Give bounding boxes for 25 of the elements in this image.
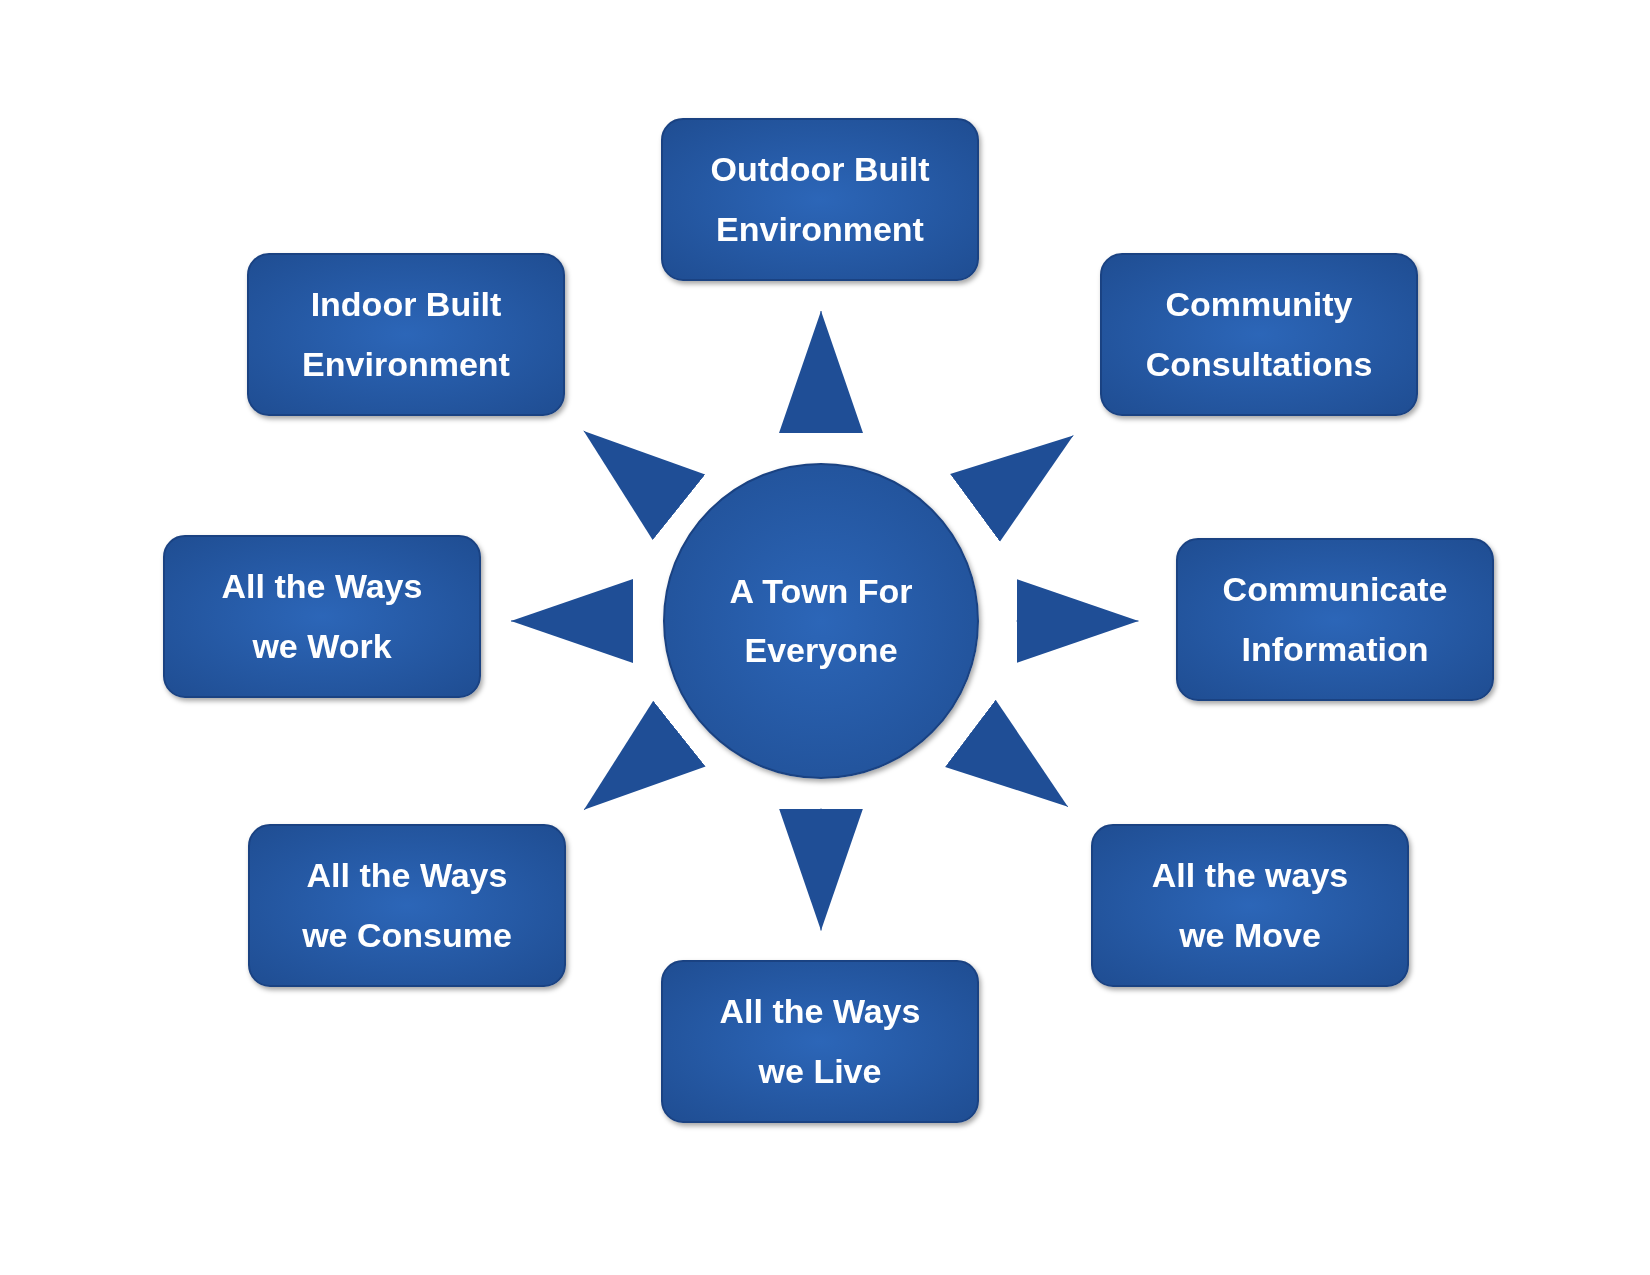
node-label: All the Ways we Live [718,991,922,1092]
node-label: Communicate Information [1221,569,1449,670]
topic-box [661,118,979,281]
triangle-arrow [945,699,1069,808]
triangle-arrow [779,310,863,434]
triangle-arrow [950,435,1074,542]
triangle-arrow [583,430,706,541]
node-label: All the ways we Move [1150,855,1350,956]
topic-box [1100,253,1418,416]
node-label: Indoor Built Environment [301,284,511,385]
triangle-arrow [779,808,863,931]
triangle-arrow [583,700,706,811]
topic-box [248,824,566,987]
node-label: All the Ways we Consume [301,855,513,956]
node-label: All the Ways we Work [220,566,424,667]
node-label: A Town For Everyone [728,570,914,671]
topic-box [163,535,481,698]
topic-box [1176,538,1494,701]
triangle-arrow [1016,579,1139,663]
node-label: Outdoor Built Environment [709,149,931,250]
triangle-arrow [510,579,634,663]
topic-box [247,253,565,416]
topic-box [661,960,979,1123]
node-label: Community Consultations [1144,284,1374,385]
topic-box [1091,824,1409,987]
